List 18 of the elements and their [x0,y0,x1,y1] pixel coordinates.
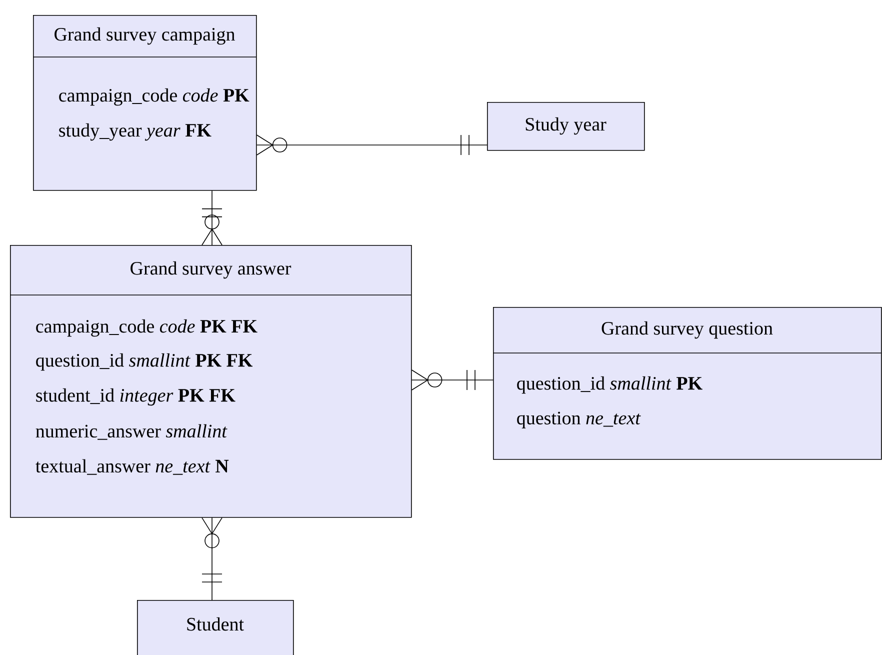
attribute-text: campaign_code code PK FK [36,319,258,337]
attribute-text: textual_answer ne_text N [36,459,229,475]
attribute-text: question_id smallint PK FK [36,353,253,371]
entity-title: Grand survey question [602,321,773,339]
relationship-line [411,370,494,390]
relationship-line [256,134,488,156]
entity-title: Student [187,617,244,631]
attribute-text: question ne_text [517,412,641,428]
attribute-text: study_year year FK [59,123,212,141]
relationship-line [202,190,222,246]
entity-title: Grand survey campaign [54,27,235,45]
attribute-text: campaign_code code PK [59,88,250,106]
attribute-text: question_id smallint PK [517,376,702,394]
relationship-line [202,517,222,600]
attribute-text: numeric_answer smallint [36,424,228,440]
entity-title: Study year [526,117,606,135]
attribute-text: student_id integer PK FK [36,388,236,406]
entity-title: Grand survey answer [130,261,292,279]
